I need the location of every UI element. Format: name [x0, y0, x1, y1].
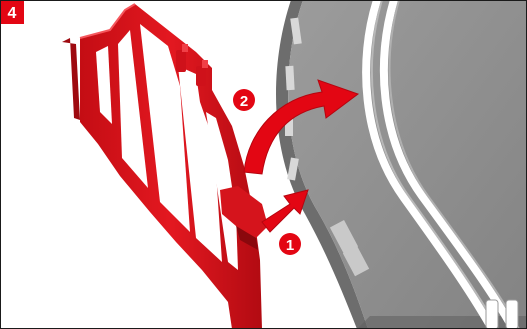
arrow-1 — [262, 190, 308, 232]
step-number-badge: 4 — [0, 0, 24, 24]
marker-1-label: 1 — [286, 237, 294, 254]
marker-2: 2 — [233, 89, 255, 111]
red-barrier-part — [62, 4, 268, 329]
barrier-side-face — [62, 38, 80, 120]
marker-2-label: 2 — [240, 93, 248, 110]
arrow-1-icon — [262, 190, 308, 232]
step-number: 4 — [8, 5, 17, 22]
marker-1: 1 — [279, 233, 301, 255]
rail-end-inner — [506, 300, 518, 329]
track-front-edge — [357, 316, 527, 329]
track-piece — [276, 0, 527, 329]
rail-end-outer — [486, 300, 498, 329]
